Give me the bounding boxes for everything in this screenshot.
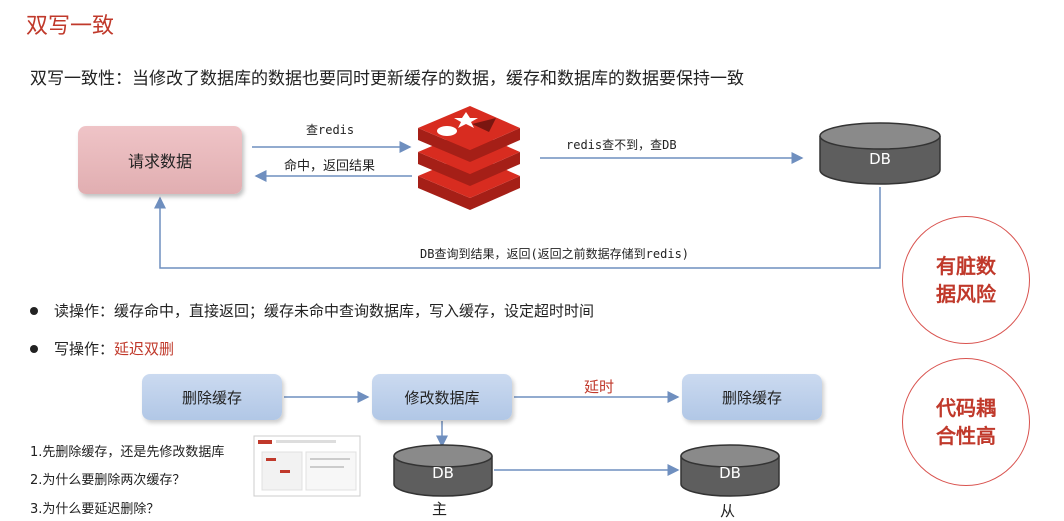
write-op-prefix: 写操作： xyxy=(54,340,115,358)
coupling-line1: 代码耦 xyxy=(936,396,996,420)
read-operation-text: 读操作：缓存命中，直接返回；缓存未命中查询数据库，写入缓存，设定超时时间 xyxy=(54,302,595,320)
question-1: 1.先删除缓存，还是先修改数据库 xyxy=(30,445,225,460)
delete-cache-box-1: 删除缓存 xyxy=(142,374,282,420)
db-master-label: DB xyxy=(432,464,454,482)
redis-stack-icon xyxy=(418,106,520,210)
dirty-data-risk-badge: 有脏数 据风险 xyxy=(902,216,1030,344)
dirty-risk-line1: 有脏数 xyxy=(936,254,996,278)
write-op-highlight: 延迟双删 xyxy=(114,340,175,358)
miss-query-db-label: redis查不到，查DB xyxy=(566,138,677,152)
delete-cache-box-2: 删除缓存 xyxy=(682,374,822,420)
page-title: 双写一致 xyxy=(26,14,115,39)
dirty-risk-line2: 据风险 xyxy=(936,282,996,306)
db-cylinder-icon xyxy=(819,122,941,185)
question-2: 2.为什么要删除两次缓存？ xyxy=(30,473,186,488)
slave-label: 从 xyxy=(720,502,736,520)
coupling-line2: 合性高 xyxy=(936,424,996,448)
db-label: DB xyxy=(869,150,891,168)
write-operation-text: 写操作：延迟双删 xyxy=(54,338,174,359)
arrow-db-result-return xyxy=(154,187,881,269)
master-label: 主 xyxy=(432,500,448,518)
db-slave-cylinder-icon xyxy=(680,444,780,497)
hit-return-label: 命中，返回结果 xyxy=(284,159,376,174)
slide-thumbnail-icon xyxy=(253,435,361,497)
question-3: 3.为什么要延迟删除？ xyxy=(30,502,160,517)
code-coupling-badge: 代码耦 合性高 xyxy=(902,358,1030,486)
delay-label: 延时 xyxy=(584,378,615,396)
bullet-dot xyxy=(30,307,38,315)
query-redis-label: 查redis xyxy=(306,123,355,137)
db-slave-label: DB xyxy=(719,464,741,482)
db-master-cylinder-icon xyxy=(393,444,493,497)
request-data-box: 请求数据 xyxy=(78,126,242,194)
db-result-return-label: DB查询到结果，返回(返回之前数据存储到redis) xyxy=(420,247,690,261)
modify-db-box: 修改数据库 xyxy=(372,374,512,420)
intro-text: 双写一致性：当修改了数据库的数据也要同时更新缓存的数据，缓存和数据库的数据要保持… xyxy=(30,69,744,89)
bullet-dot xyxy=(30,345,38,353)
